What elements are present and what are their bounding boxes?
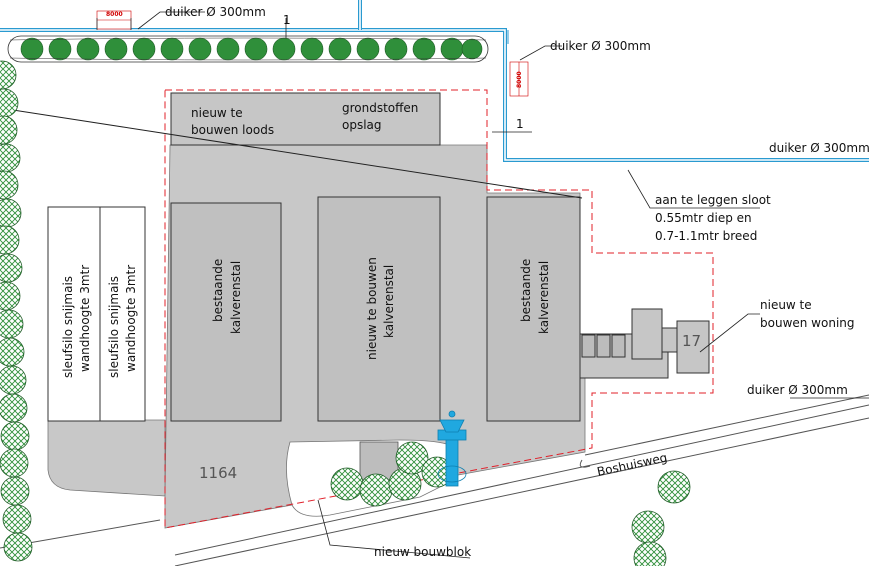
label-marker-1-top: 1 (283, 13, 291, 27)
label-grondstoffen-1: grondstoffen (342, 101, 418, 115)
label-silo1-2: wandhoogte 3mtr (78, 265, 92, 372)
label-house-number: 17 (682, 332, 701, 350)
dim-top-label: 8000 (106, 11, 123, 18)
label-stal-right-1: bestaande (519, 259, 533, 322)
label-duiker-mid: duiker Ø 300mm (550, 39, 651, 53)
label-stal-left-1: bestaande (211, 259, 225, 322)
label-loods-1: nieuw te (191, 106, 243, 120)
trees-right (631, 470, 691, 566)
building-stal-left (170, 202, 282, 422)
label-sloot-1: aan te leggen sloot (655, 193, 771, 207)
building-loods (170, 92, 441, 146)
label-road-name: Boshuisweg (596, 450, 669, 479)
label-loods-2: bouwen loods (191, 123, 274, 137)
hedge-top (7, 35, 489, 63)
label-woning-1: nieuw te (760, 298, 812, 312)
label-sloot-3: 0.7-1.1mtr breed (655, 229, 757, 243)
label-duiker-road: duiker Ø 300mm (747, 383, 848, 397)
label-stal-left-2: kalverenstal (229, 261, 243, 334)
label-duiker-right: duiker Ø 300mm (769, 141, 869, 155)
label-marker-1-right: 1 (516, 117, 524, 131)
silo-left (47, 206, 101, 422)
building-woning (579, 308, 710, 379)
trees-entrance (330, 441, 453, 507)
dim-right-label: 8000 (516, 71, 523, 88)
label-stal-right-2: kalverenstal (537, 261, 551, 334)
label-duiker-top: duiker Ø 300mm (165, 5, 266, 19)
leader-lines (137, 11, 869, 559)
label-grondstoffen-2: opslag (342, 118, 382, 132)
label-sloot-2: 0.55mtr diep en (655, 211, 752, 225)
trees-left (0, 60, 33, 562)
dimension-right (509, 61, 529, 97)
label-silo2-1: sleufsilo snijmais (107, 276, 121, 378)
label-silo2-2: wandhoogte 3mtr (124, 265, 138, 372)
dimension-top (96, 10, 132, 30)
label-bouwblok: nieuw bouwblok (374, 545, 471, 559)
water-tower-icon (437, 410, 467, 487)
label-woning-2: bouwen woning (760, 316, 855, 330)
ditch (0, 0, 869, 162)
label-stal-mid-2: kalverenstal (382, 265, 396, 338)
building-stal-right (486, 196, 581, 422)
building-stal-mid (317, 196, 441, 422)
silo-right (99, 206, 146, 422)
property-line (0, 107, 583, 199)
label-parcel-number: 1164 (199, 464, 237, 482)
label-silo1-1: sleufsilo snijmais (61, 276, 75, 378)
label-stal-mid-1: nieuw te bouwen (365, 257, 379, 360)
